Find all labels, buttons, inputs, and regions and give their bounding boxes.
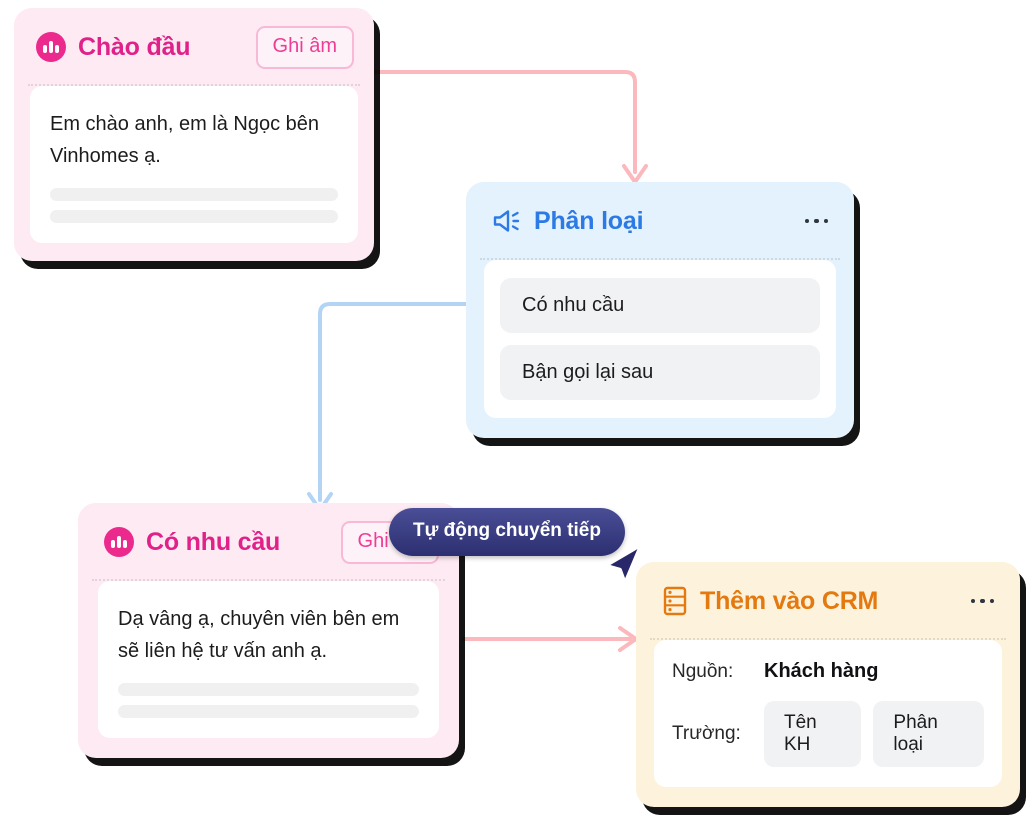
card-need-body: Dạ vâng ạ, chuyên viên bên em sẽ liên hệ… bbox=[98, 581, 439, 738]
audio-wave-icon bbox=[104, 527, 134, 557]
card-classify[interactable]: Phân loại Có nhu cầu Bận gọi lại sau bbox=[466, 182, 854, 438]
database-rack-icon bbox=[662, 586, 688, 616]
skeleton-line bbox=[118, 705, 419, 718]
need-transcript-text: Dạ vâng ạ, chuyên viên bên em sẽ liên hệ… bbox=[118, 608, 400, 662]
crm-fields-label: Trường: bbox=[672, 723, 741, 744]
card-greeting-title: Chào đầu bbox=[78, 32, 191, 61]
card-classify-body: Có nhu cầu Bận gọi lại sau bbox=[484, 260, 836, 418]
card-crm-title: Thêm vào CRM bbox=[700, 586, 879, 615]
record-button-greeting[interactable]: Ghi âm bbox=[255, 25, 354, 69]
connector-classify-to-need bbox=[307, 302, 472, 512]
card-crm[interactable]: Thêm vào CRM Nguồn: Khách hàng Trường: T… bbox=[636, 562, 1020, 807]
skeleton-line bbox=[50, 188, 338, 201]
card-crm-header: Thêm vào CRM bbox=[636, 562, 1020, 640]
auto-forward-badge: Tự động chuyển tiếp bbox=[389, 508, 625, 556]
card-need-title: Có nhu cầu bbox=[146, 527, 281, 556]
crm-source-value: Khách hàng bbox=[764, 660, 879, 682]
crm-fields-row: Trường: Tên KH Phân loại bbox=[672, 701, 984, 767]
crm-field-tag[interactable]: Phân loại bbox=[873, 701, 984, 767]
card-classify-title: Phân loại bbox=[534, 206, 644, 235]
card-classify-header: Phân loại bbox=[466, 182, 854, 260]
cursor-arrow-icon bbox=[600, 538, 648, 595]
crm-source-label: Nguồn: bbox=[672, 660, 734, 682]
audio-wave-icon bbox=[36, 32, 66, 62]
more-options-icon[interactable] bbox=[803, 213, 831, 230]
header-divider bbox=[650, 638, 1006, 640]
header-divider bbox=[480, 258, 840, 260]
connector-greeting-to-classify bbox=[364, 70, 648, 184]
connector-need-to-crm bbox=[462, 626, 638, 652]
greeting-transcript-text: Em chào anh, em là Ngọc bên Vinhomes ạ. bbox=[50, 113, 320, 167]
crm-source-row: Nguồn: Khách hàng bbox=[672, 660, 984, 683]
classify-option[interactable]: Có nhu cầu bbox=[500, 278, 820, 333]
classify-option[interactable]: Bận gọi lại sau bbox=[500, 345, 820, 400]
more-options-icon[interactable] bbox=[969, 593, 997, 610]
header-divider bbox=[92, 579, 445, 581]
card-crm-body: Nguồn: Khách hàng Trường: Tên KH Phân lo… bbox=[654, 640, 1002, 787]
skeleton-line bbox=[118, 683, 419, 696]
card-greeting[interactable]: Chào đầu Ghi âm Em chào anh, em là Ngọc … bbox=[14, 8, 374, 261]
card-greeting-header: Chào đầu Ghi âm bbox=[14, 8, 374, 86]
card-greeting-body: Em chào anh, em là Ngọc bên Vinhomes ạ. bbox=[30, 86, 358, 243]
crm-field-tag[interactable]: Tên KH bbox=[764, 701, 862, 767]
speaker-icon bbox=[492, 208, 522, 234]
header-divider bbox=[28, 84, 360, 86]
skeleton-line bbox=[50, 210, 338, 223]
